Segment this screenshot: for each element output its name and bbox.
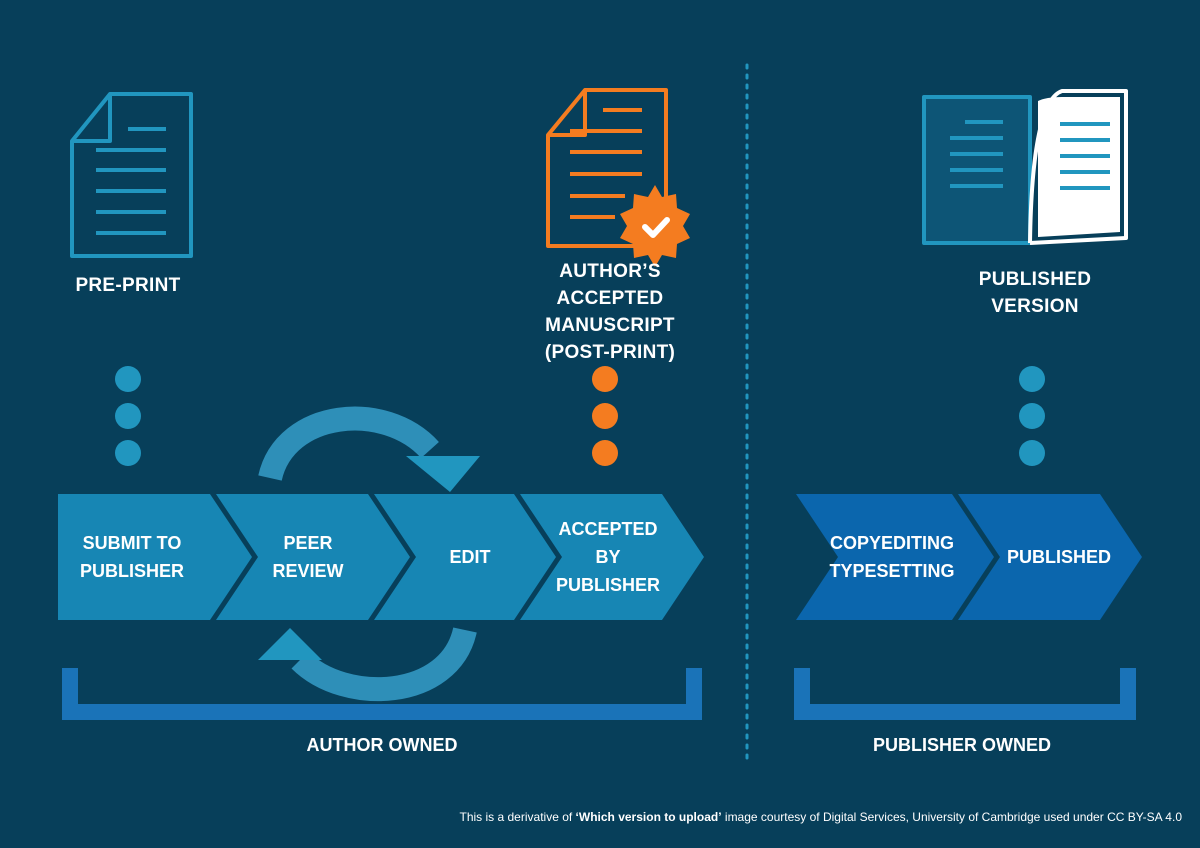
step-edit-label: EDIT	[410, 494, 530, 620]
postprint-label-line: (POST-PRINT)	[544, 342, 676, 363]
step-submit-label: SUBMIT TO PUBLISHER	[66, 494, 198, 620]
postprint-dots	[592, 366, 618, 466]
published-dots	[1019, 366, 1045, 466]
postprint-label-line: MANUSCRIPT	[545, 315, 675, 336]
chevron-edit	[374, 494, 556, 620]
step-accepted-label: ACCEPTED BY PUBLISHER	[548, 494, 668, 620]
step-text: PUBLISHER	[79, 561, 184, 581]
preprint-label: PRE-PRINT	[58, 272, 198, 299]
publisher-bracket	[794, 668, 1136, 720]
postprint-label: AUTHOR’S ACCEPTED MANUSCRIPT (POST-PRINT…	[530, 258, 690, 366]
review-cycle-arrow-bottom	[258, 626, 477, 702]
step-copyediting-label: COPYEDITING TYPESETTING	[822, 494, 962, 620]
step-peer-review-label: PEER REVIEW	[248, 494, 368, 620]
open-book-icon	[922, 89, 1128, 245]
attribution-text: This is a derivative of ‘Which version t…	[460, 810, 1183, 824]
step-published-label: PUBLISHED	[994, 494, 1124, 620]
published-label-line: PUBLISHED	[978, 269, 1092, 290]
attribution-prefix: This is a derivative of	[459, 810, 576, 824]
certified-document-icon	[546, 88, 690, 267]
postprint-label-line: ACCEPTED	[556, 288, 664, 309]
publisher-owned-label: PUBLISHER OWNED	[872, 735, 1051, 755]
step-text: SUBMIT TO	[82, 533, 182, 553]
step-text: REVIEW	[272, 561, 344, 581]
published-label-line: VERSION	[991, 296, 1079, 317]
preprint-label-line: PRE-PRINT	[75, 275, 181, 296]
attribution-suffix: image courtesy of Digital Services, Univ…	[721, 810, 1182, 824]
step-text: PEER	[283, 533, 333, 553]
preprint-dots	[115, 366, 141, 466]
step-text: PUBLISHER	[555, 575, 660, 595]
step-text: TYPESETTING	[829, 561, 955, 581]
step-text: ACCEPTED	[558, 519, 658, 539]
postprint-label-line: AUTHOR’S	[559, 261, 661, 282]
chevron-submit	[58, 494, 252, 620]
step-text: BY	[595, 547, 621, 567]
published-version-label: PUBLISHED VERSION	[955, 266, 1115, 320]
step-text: PUBLISHED	[1006, 547, 1111, 567]
chevron-peer-review	[216, 494, 410, 620]
chevron-accepted	[520, 494, 704, 620]
attribution-title: ‘Which version to upload’	[575, 810, 722, 824]
chevron-published	[958, 494, 1142, 620]
document-icon	[70, 92, 193, 258]
step-text: COPYEDITING	[829, 533, 954, 553]
review-cycle-arrow-top	[258, 406, 480, 492]
author-owned-label: AUTHOR OWNED	[306, 735, 458, 755]
check-icon	[642, 217, 670, 238]
step-text: EDIT	[449, 547, 491, 567]
chevron-copyediting	[796, 494, 994, 620]
author-bracket	[62, 668, 702, 720]
